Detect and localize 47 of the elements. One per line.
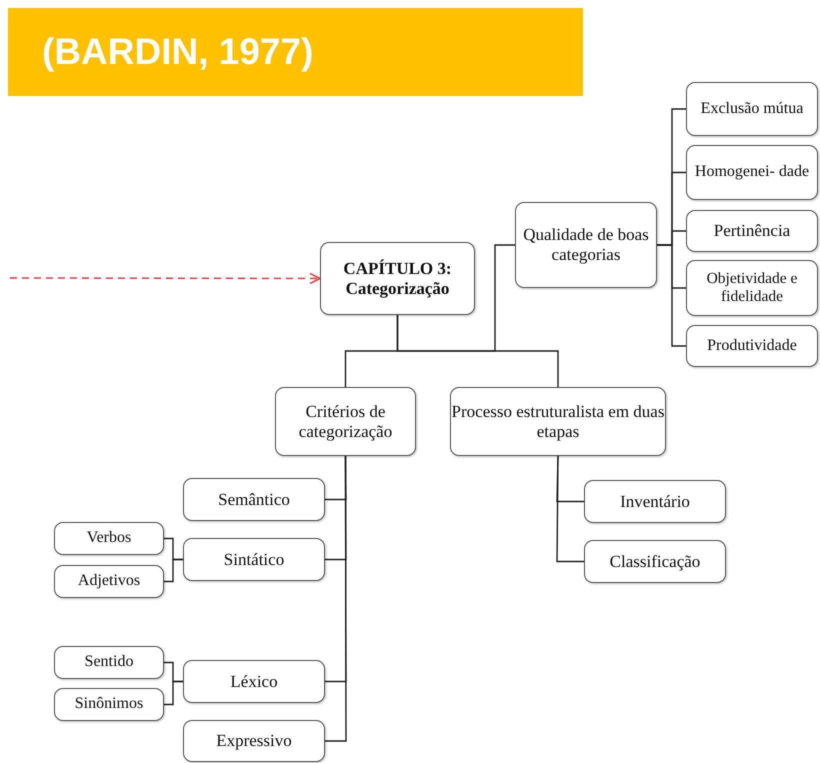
- concept-box: [584, 480, 726, 523]
- node-label: Critérios de categorização: [298, 402, 394, 442]
- node-label: Inventário: [620, 492, 690, 512]
- title: (BARDIN, 1977): [42, 31, 314, 73]
- concept-box: [686, 82, 818, 136]
- concept-box: [183, 538, 325, 581]
- concept-box: [54, 565, 164, 598]
- node-label: Classificação: [610, 552, 700, 572]
- concept-box: [320, 242, 475, 315]
- connector-line: [164, 558, 183, 582]
- node-label: Semântico: [218, 490, 290, 510]
- concept-box: [515, 202, 657, 288]
- concept-box: [275, 387, 416, 456]
- node-label: Homogenei- dade: [694, 163, 810, 182]
- node-label: Objetividade e fidelidade: [706, 270, 798, 306]
- connector-line: [657, 244, 686, 347]
- concept-box: [54, 522, 164, 555]
- concept-box: [686, 325, 818, 367]
- connector-line: [556, 456, 584, 562]
- concept-box: [686, 210, 818, 252]
- node-label: Qualidade de boas categorias: [522, 225, 650, 265]
- connector-line: [325, 456, 347, 742]
- node-label: Adjetivos: [78, 572, 140, 591]
- dashed-arrow: [10, 272, 321, 284]
- node-label: Sintático: [224, 550, 284, 570]
- node-label: Léxico: [230, 672, 278, 692]
- concept-box: [686, 260, 818, 316]
- connector-line: [396, 315, 559, 387]
- node-label: Expressivo: [216, 731, 292, 751]
- concept-box: [450, 387, 666, 456]
- node-label: Verbos: [86, 529, 132, 548]
- concept-box: [183, 478, 325, 521]
- concept-box: [686, 145, 818, 200]
- concept-box: [54, 688, 164, 721]
- node-label: Processo estruturalista em duas etapas: [451, 402, 665, 442]
- node-label: Pertinência: [714, 221, 790, 241]
- node-label: Sinônimos: [74, 695, 144, 714]
- connector-line: [556, 456, 584, 502]
- node-label: CAPÍTULO 3: Categorização: [342, 258, 453, 298]
- node-label: Exclusão mútua: [700, 100, 804, 118]
- concept-box: [183, 720, 325, 762]
- node-label: Sentido: [84, 653, 134, 672]
- concept-box: [183, 660, 325, 703]
- concept-box: [584, 540, 726, 583]
- node-label: Produtividade: [707, 336, 797, 356]
- concept-box: [54, 646, 164, 679]
- connector-line: [164, 680, 183, 706]
